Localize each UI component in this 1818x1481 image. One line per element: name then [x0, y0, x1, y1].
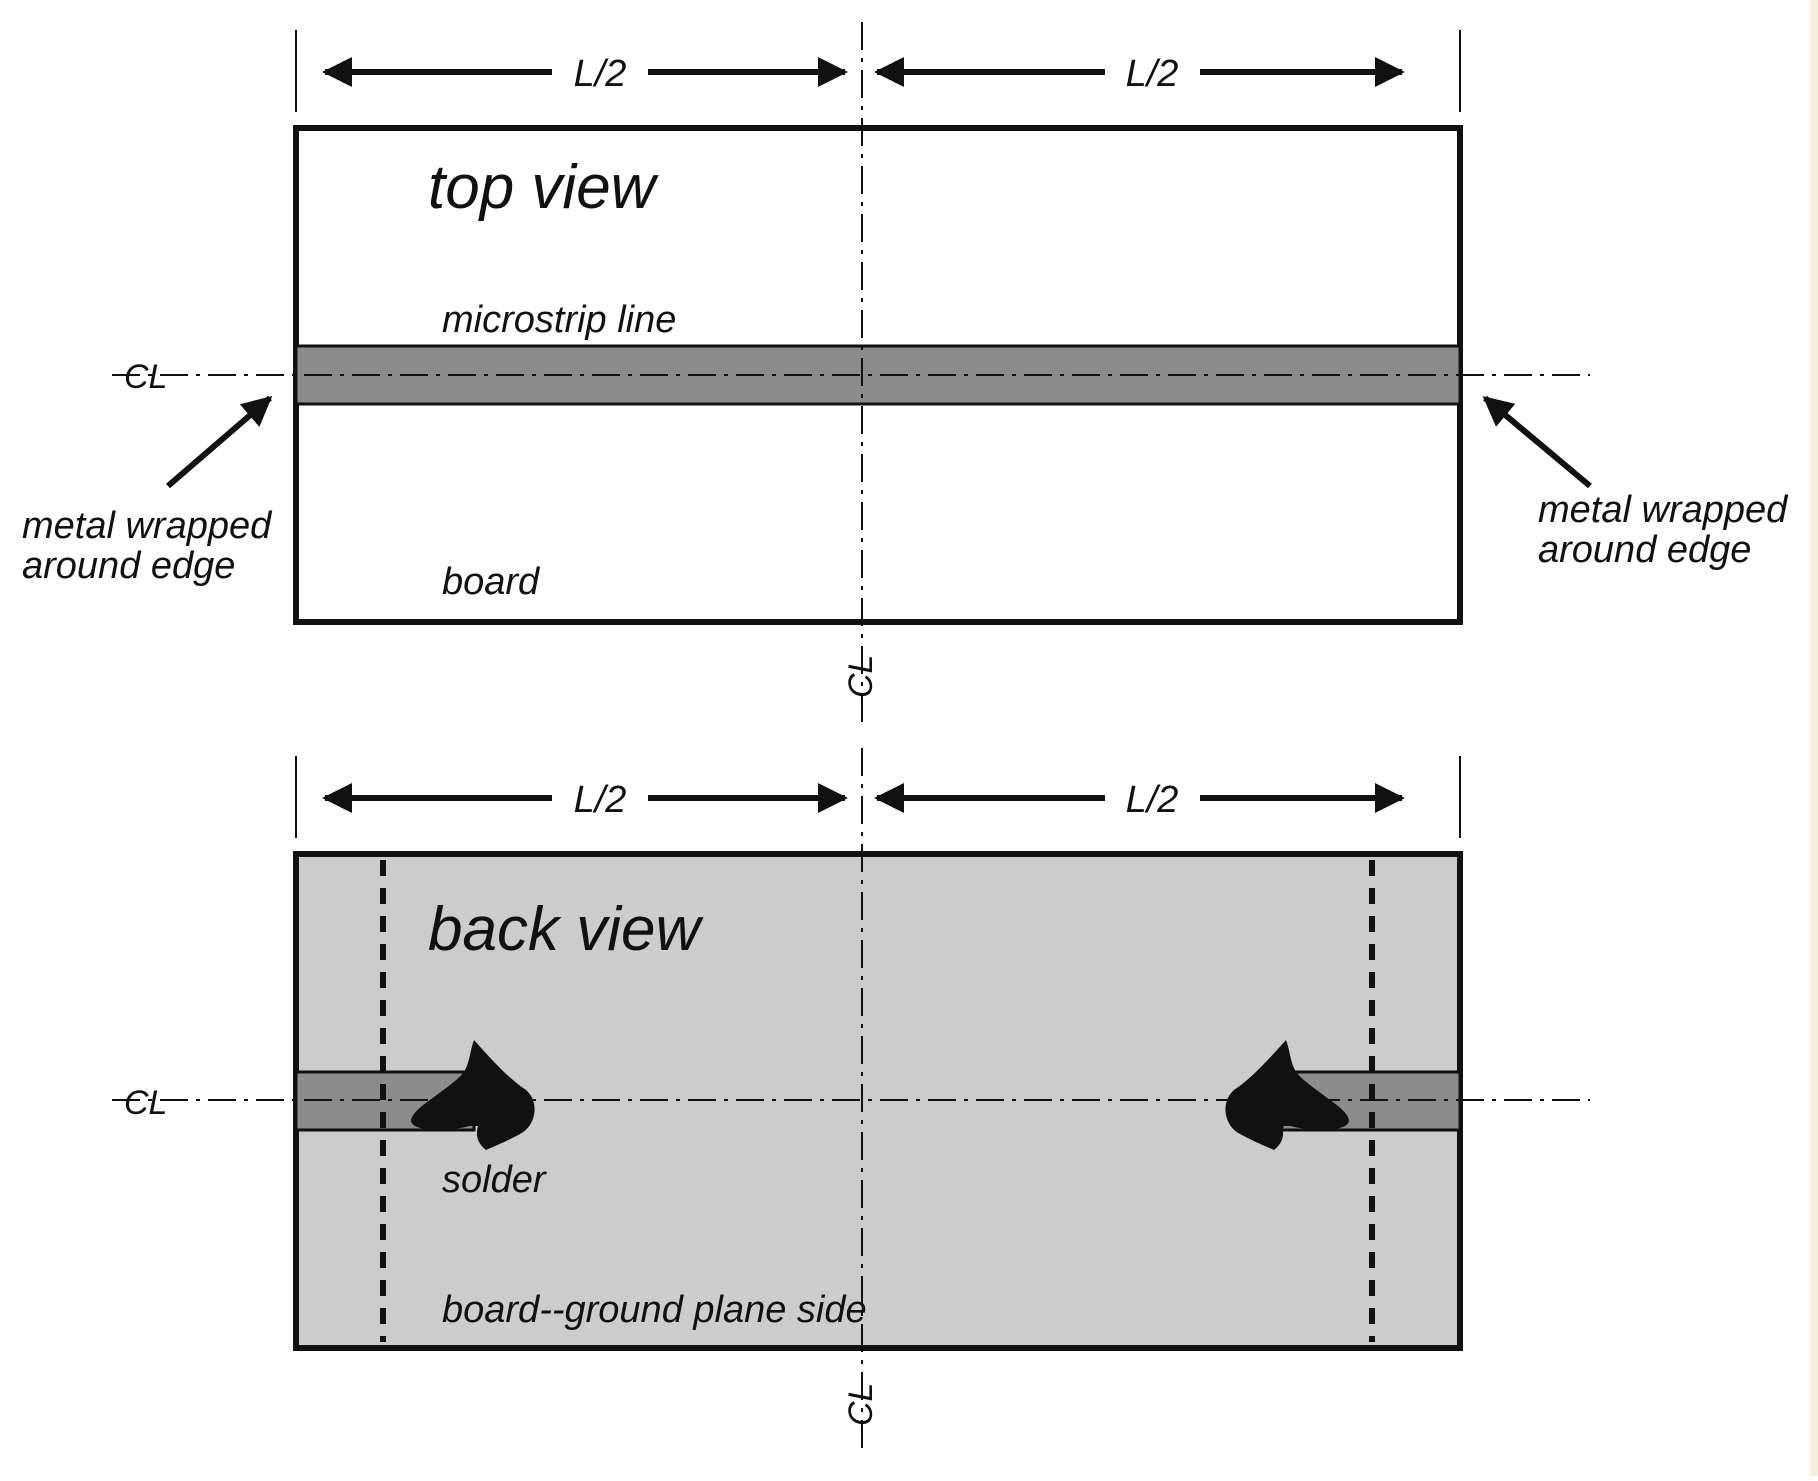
- annotation-left-line2: around edge: [22, 545, 235, 587]
- dimension-label: L/2: [1126, 779, 1179, 821]
- solder-blob-right: [1225, 1040, 1349, 1150]
- top-view: L/2 L/2 CL top view microstrip line boar…: [22, 30, 1789, 625]
- microstrip-label: microstrip line: [442, 299, 676, 341]
- pointer-arrow-left: [166, 395, 273, 489]
- dimension-label: L/2: [1126, 53, 1179, 95]
- dimension-right-half: L/2: [874, 779, 1405, 821]
- dimension-label: L/2: [574, 53, 627, 95]
- dimension-left-half: L/2: [322, 53, 848, 95]
- board-ground-label: board--ground plane side: [442, 1289, 867, 1331]
- centerline-label: CL: [842, 655, 880, 698]
- annotation-left-line1: metal wrapped: [22, 505, 273, 547]
- annotation-right-line1: metal wrapped: [1538, 489, 1789, 531]
- centerline-label: CL: [124, 358, 167, 396]
- pointer-arrow-right: [1482, 395, 1592, 489]
- page-edge-strip: [1810, 0, 1818, 1476]
- back-view: L/2 L/2 CL back view solder board--groun…: [112, 756, 1590, 1351]
- dimension-left-half: L/2: [322, 779, 848, 821]
- view-title: top view: [428, 153, 660, 222]
- solder-label: solder: [442, 1159, 547, 1201]
- dimension-label: L/2: [574, 779, 627, 821]
- centerline-label: CL: [124, 1084, 167, 1122]
- view-title: back view: [428, 895, 704, 964]
- annotation-right-line2: around edge: [1538, 529, 1751, 571]
- solder-blob-left: [411, 1040, 535, 1150]
- dimension-right-half: L/2: [874, 53, 1405, 95]
- board-label: board: [442, 561, 541, 603]
- centerline-label: CL: [842, 1383, 880, 1426]
